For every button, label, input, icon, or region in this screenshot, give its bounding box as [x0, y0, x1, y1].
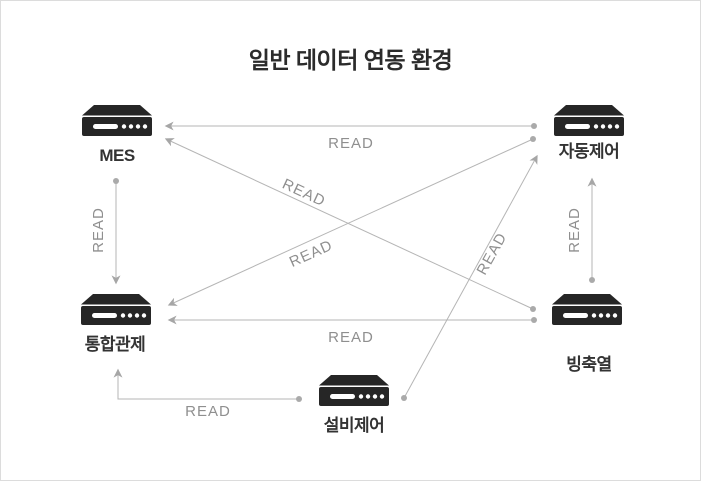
- edge-facility-to-autocontrol-line: [403, 154, 538, 399]
- edge-autocontrol-to-mes-source-dot: [531, 123, 537, 129]
- server-icon: [82, 105, 152, 136]
- server-icon: [554, 105, 624, 136]
- edge-mes-to-integrated-label: READ: [90, 207, 107, 253]
- node-ice-storage: 빙축열: [552, 294, 622, 374]
- edge-facility-to-integrated-source-dot: [296, 396, 302, 402]
- edge-autocontrol-to-mes-label: READ: [328, 135, 374, 152]
- server-icon: [81, 294, 151, 325]
- edge-autocontrol-to-integrated-label: READ: [287, 237, 336, 271]
- edge-icestorage-to-mes-source-dot: [530, 306, 536, 312]
- edge-autocontrol-to-integrated-line: [167, 138, 534, 306]
- edge-icestorage-to-mes-label: READ: [280, 176, 329, 211]
- edge-facility-to-integrated-line: [113, 368, 299, 400]
- node-label-facility-control: 설비제어: [324, 416, 385, 435]
- node-label-ice-storage: 빙축열: [566, 355, 611, 374]
- edge-icestorage-to-mes-line: [164, 138, 534, 310]
- edge-facility-to-integrated-label: READ: [185, 403, 231, 420]
- diagram-title: 일반 데이터 연동 환경: [248, 47, 453, 73]
- edge-icestorage-to-autocontrol-source-dot: [589, 277, 595, 283]
- node-facility-control: 설비제어: [319, 375, 389, 435]
- server-icon: [319, 375, 389, 406]
- node-auto-control: 자동제어: [554, 105, 624, 161]
- node-label-auto-control: 자동제어: [559, 142, 620, 161]
- server-icon: [552, 294, 622, 325]
- node-label-mes: MES: [99, 146, 135, 165]
- edge-mes-to-integrated-source-dot: [113, 178, 119, 184]
- edge-icestorage-to-integrated-label: READ: [328, 329, 374, 346]
- node-label-integrated-control: 통합관제: [85, 334, 146, 354]
- edge-autocontrol-to-integrated-source-dot: [530, 136, 536, 142]
- edge-icestorage-to-integrated-source-dot: [531, 317, 537, 323]
- node-mes: MES: [82, 105, 152, 165]
- edge-facility-to-autocontrol-label: READ: [474, 230, 511, 278]
- edge-icestorage-to-autocontrol-label: READ: [566, 207, 583, 253]
- nodes-layer: MES 자동제어 통합관제 빙축열 설비제어: [81, 105, 624, 435]
- node-integrated-control: 통합관제: [81, 294, 151, 354]
- edge-facility-to-autocontrol-source-dot: [401, 395, 407, 401]
